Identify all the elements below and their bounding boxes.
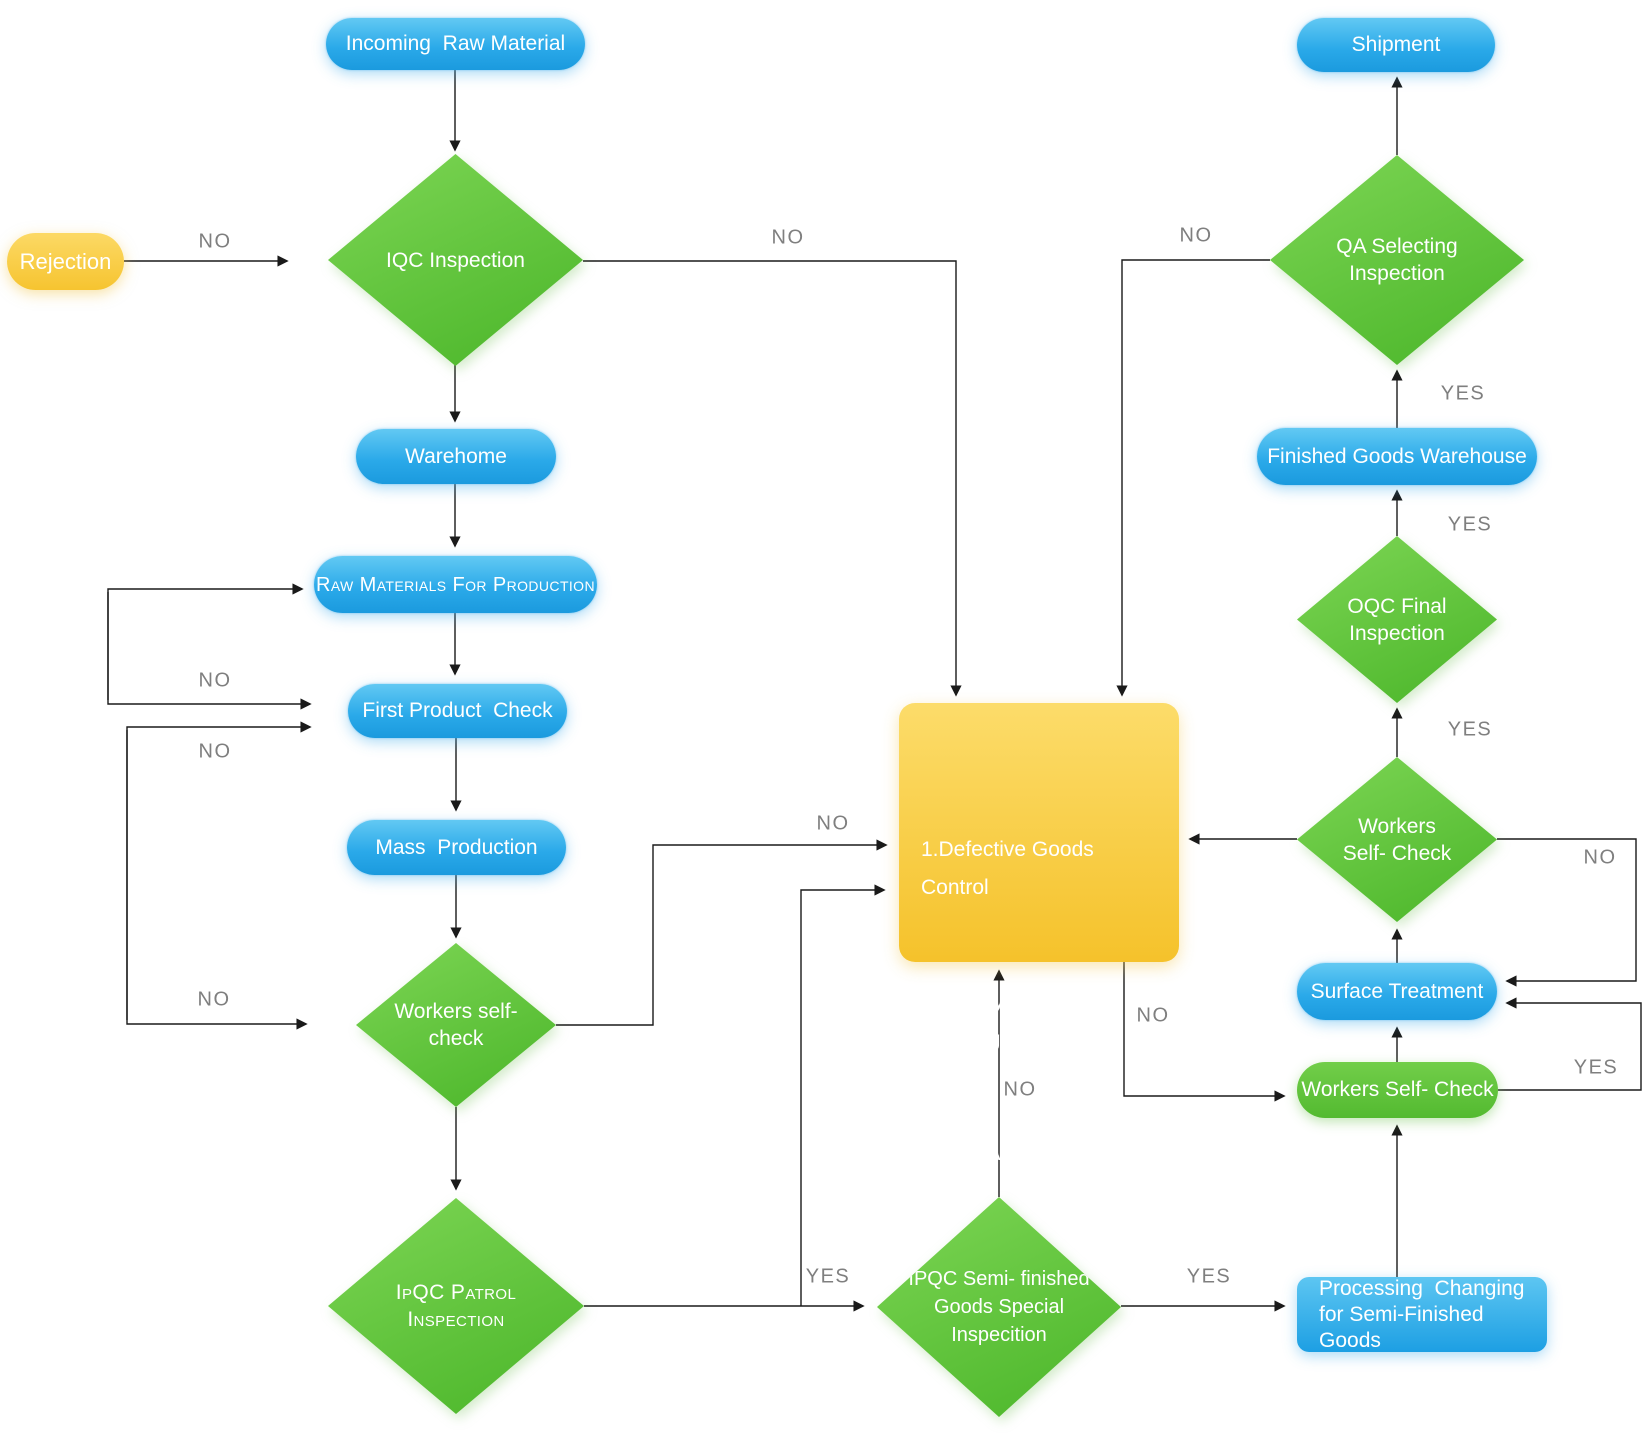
- edge-label-no-ipqc-semi: NO: [1003, 1078, 1037, 1101]
- node-defective-goods-control-box: 1.Defective Goods Control 2.Quality Exce…: [899, 703, 1179, 1279]
- node-processing-changing: Processing Changing for Semi-Finished Go…: [1297, 1277, 1547, 1352]
- decision-label: Workers self-check: [394, 1000, 518, 1050]
- decision-ipqc-semi-finished-inspection: IPQC Semi- finished Goods Special Inspec…: [877, 1197, 1121, 1417]
- node-finished-goods-warehouse: Finished Goods Warehouse: [1257, 428, 1537, 485]
- node-shipment: Shipment: [1297, 18, 1495, 72]
- node-mass-production: Mass Production: [347, 820, 566, 875]
- decision-label: IPQC Semi- finished Goods Special Inspec…: [908, 1268, 1096, 1346]
- decision-oqc-final-inspection: OQC Final Inspection: [1297, 536, 1497, 703]
- edge-label-yes-to-qa: YES: [1440, 382, 1486, 405]
- edge-label-yes-to-oqc: YES: [1447, 718, 1493, 741]
- edge-label-no-workers-right: NO: [1583, 846, 1617, 869]
- node-raw-materials-for-production: Raw Materials For Production: [314, 556, 597, 613]
- box-line-3: 3.Approval Of Special: [921, 1142, 1125, 1165]
- edge-label-no-return-3: NO: [197, 988, 231, 1011]
- edge-label-yes-ipqc-patrol: YES: [805, 1265, 851, 1288]
- node-incoming-raw-material: Incoming Raw Material: [326, 18, 585, 70]
- edge-label-no-qa: NO: [1179, 224, 1213, 247]
- decision-label: QA Selecting Inspection: [1336, 235, 1464, 285]
- edge-label-no-return-1: NO: [198, 669, 232, 692]
- decision-workers-self-check-left: Workers self-check: [356, 943, 556, 1107]
- node-first-product-check: First Product Check: [348, 684, 567, 738]
- edge-label-yes-to-processing: YES: [1186, 1265, 1232, 1288]
- edge-label-no-iqc: NO: [771, 226, 805, 249]
- decision-qa-selecting-inspection: QA Selecting Inspection: [1270, 155, 1524, 365]
- node-workers-self-check-pill: Workers Self- Check: [1297, 1062, 1498, 1118]
- box-line-1: 1.Defective Goods Control: [921, 838, 1100, 899]
- decision-iqc-inspection: IQC Inspection: [328, 154, 583, 366]
- node-warehome: Warehome: [356, 429, 556, 484]
- decision-label: OQC Final Inspection: [1347, 594, 1453, 645]
- decision-workers-self-check-right: Workers Self- Check: [1297, 757, 1497, 922]
- decision-label: IQC Inspection: [386, 248, 525, 272]
- edge-label-no-return-2: NO: [198, 740, 232, 763]
- decision-label: Workers Self- Check: [1342, 814, 1452, 865]
- decision-label: IpQC Patrol Inspection: [395, 1281, 523, 1331]
- decision-ipqc-patrol-inspection: IpQC Patrol Inspection: [328, 1198, 584, 1414]
- node-rejection: Rejection: [7, 233, 124, 290]
- box-line-2: 2.Quality Exception HandIng: [921, 990, 1108, 1051]
- node-surface-treatment: Surface Treatment: [1297, 963, 1497, 1020]
- edge-label-yes-workers-pill: YES: [1573, 1056, 1619, 1079]
- edge-label-no-workers-left: NO: [816, 812, 850, 835]
- edge-label-no-box-to-workers: NO: [1136, 1004, 1170, 1027]
- edge-label-no-rejection: NO: [198, 230, 232, 253]
- edge-label-yes-to-warehouse: YES: [1447, 513, 1493, 536]
